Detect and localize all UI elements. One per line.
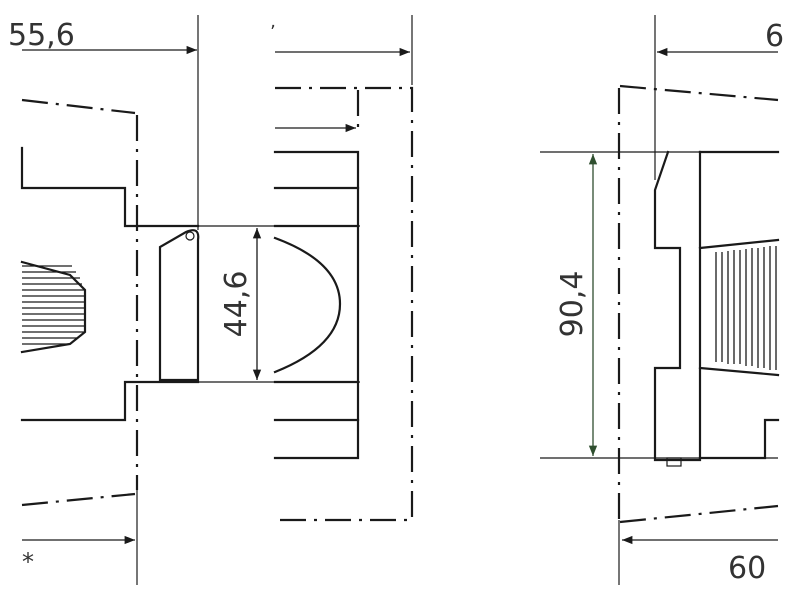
label-star: * <box>22 548 34 576</box>
latch <box>158 229 200 382</box>
ribbed-connector-right <box>715 246 777 370</box>
ribbed-connector-left <box>20 260 87 354</box>
left-view <box>20 15 360 585</box>
right-body-slope-top <box>698 238 780 250</box>
label-6: 6 <box>765 19 784 54</box>
middle-arc <box>273 236 342 374</box>
right-dash-bottom-slant <box>619 504 779 524</box>
outline-bottom-slant <box>21 492 136 507</box>
right-body-slope-bottom <box>698 366 780 377</box>
label-44-6: 44,6 <box>219 271 254 338</box>
right-view <box>540 15 780 585</box>
label-60: 60 <box>728 551 766 586</box>
label-55-6: 55,6 <box>8 18 75 53</box>
right-body-bottom <box>698 418 780 460</box>
latch-hole <box>185 231 195 241</box>
middle-body <box>273 150 360 460</box>
right-dash-top-slant <box>619 84 779 102</box>
right-foot <box>666 457 682 467</box>
right-body <box>653 150 702 462</box>
outline-top-slant <box>21 98 136 115</box>
label-top-tick: ʼ <box>270 22 276 43</box>
body-outline-left-bottom <box>20 380 200 422</box>
label-90-4: 90,4 <box>555 271 590 338</box>
middle-view <box>273 15 414 522</box>
middle-dash-outline <box>275 86 414 522</box>
body-outline-left <box>20 146 200 228</box>
